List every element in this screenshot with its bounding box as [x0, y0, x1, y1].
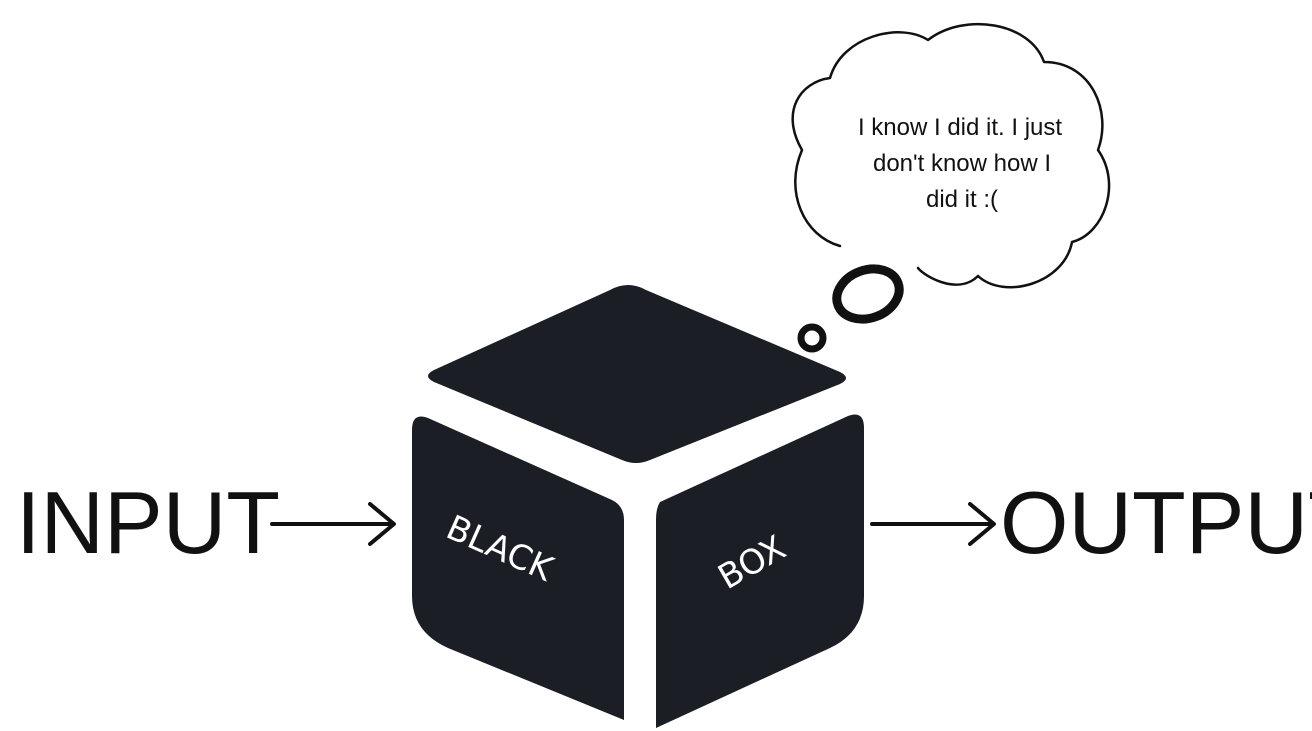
- thought-text: I know I did it. I just don't know how I…: [858, 114, 1062, 213]
- input-label: INPUT: [16, 473, 280, 572]
- thought-trail-small-circle: [797, 323, 827, 353]
- cube-top-face: [428, 285, 846, 463]
- thought-cloud: [791, 22, 1111, 289]
- black-box-cube: BLACK BOX: [412, 285, 864, 728]
- thought-trail-large-circle: [832, 264, 904, 324]
- input-arrow: [270, 502, 396, 546]
- output-label: OUTPUT: [1000, 473, 1312, 572]
- thought-line-2: don't know how I: [873, 150, 1051, 177]
- thought-line-3: did it :(: [926, 186, 998, 213]
- output-arrow: [870, 502, 996, 546]
- thought-line-1: I know I did it. I just: [858, 114, 1062, 141]
- cube-left-face: [412, 416, 624, 720]
- cube-right-face: [656, 414, 864, 728]
